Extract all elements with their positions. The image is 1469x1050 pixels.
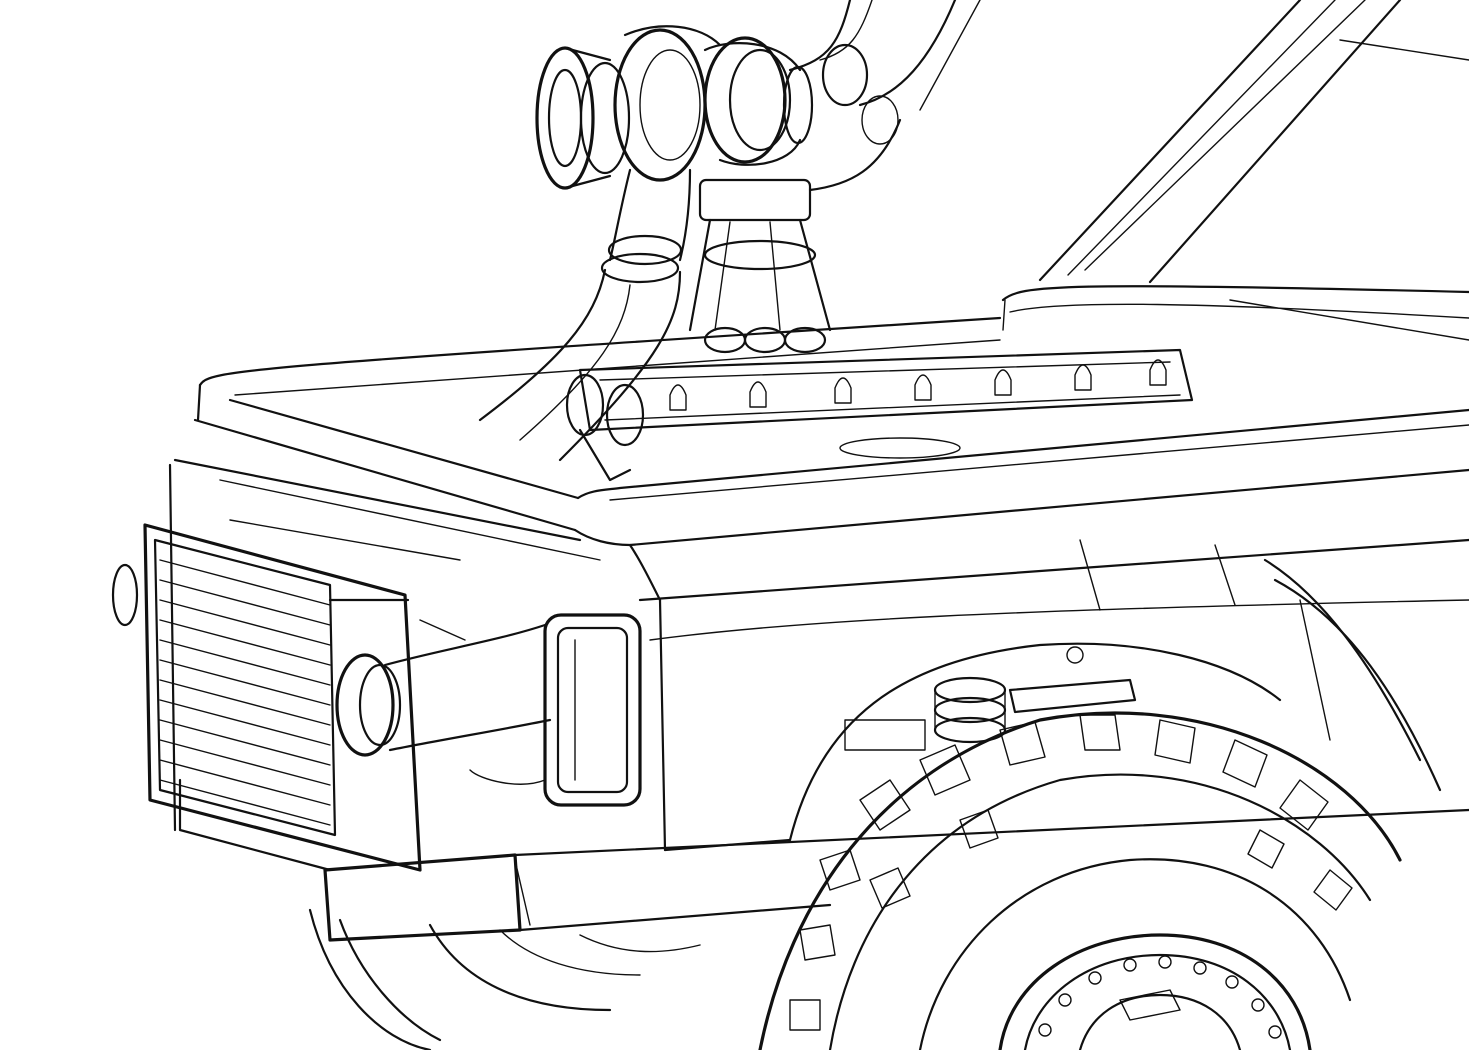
bed-rail xyxy=(193,316,1469,547)
front-tire xyxy=(758,711,1402,1050)
cab-roof xyxy=(1001,0,1469,341)
body-panel xyxy=(628,538,1469,852)
line-art-strokes xyxy=(111,0,1469,1050)
rear-tire xyxy=(308,908,701,1050)
tailgate-area xyxy=(168,458,601,872)
intake-manifold xyxy=(688,178,832,354)
suspension-coilover xyxy=(844,646,1137,751)
turbocharger xyxy=(535,25,814,190)
intake-pipe xyxy=(478,168,692,462)
wheel-rim xyxy=(998,933,1312,1050)
charge-pipe xyxy=(335,623,552,785)
rear-bumper xyxy=(323,808,1469,942)
exhaust-pipe xyxy=(788,0,981,192)
engine-cover-rail xyxy=(565,348,1194,482)
tail-light xyxy=(543,613,642,807)
intercooler xyxy=(111,523,422,872)
